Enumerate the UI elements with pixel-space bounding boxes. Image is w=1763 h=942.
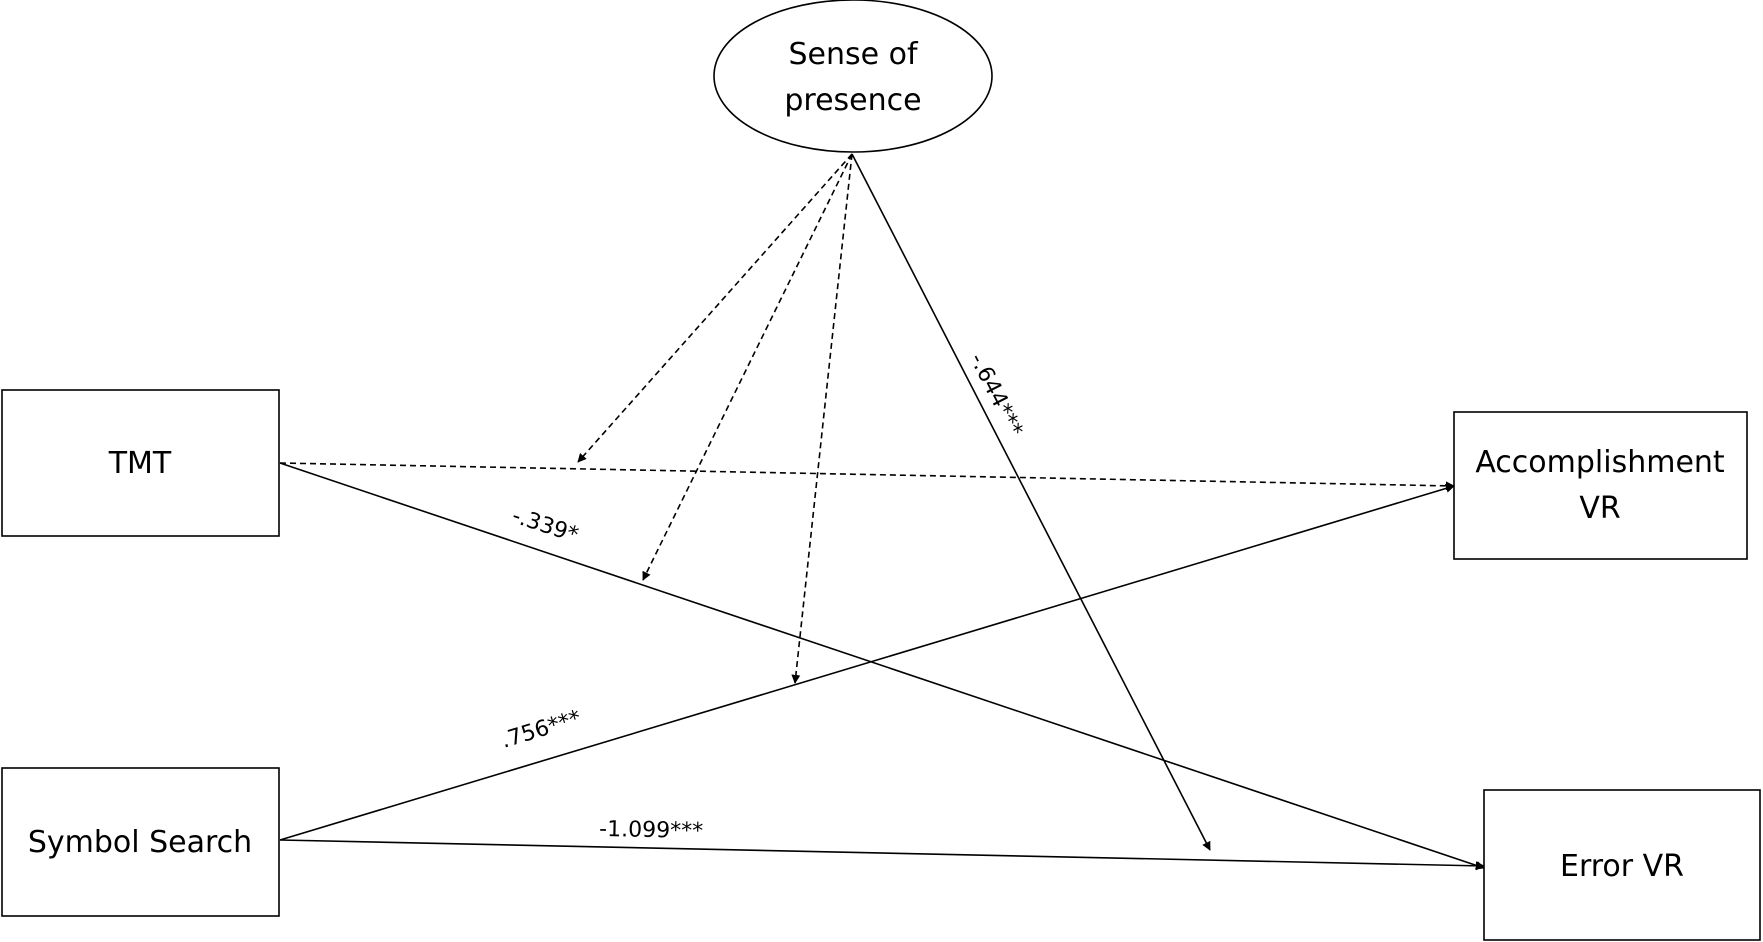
edge-presence-moderates-tmt-accomplishment	[577, 153, 853, 463]
node-accomplishment-vr-line1: Accomplishment	[1475, 445, 1725, 480]
coef-symbol-to-error: -1.099***	[599, 817, 703, 844]
edge-presence-to-error	[851, 153, 1211, 851]
node-error-vr-label: Error VR	[1560, 849, 1684, 884]
node-tmt: TMT	[1, 389, 280, 537]
node-symbol-search-label: Symbol Search	[28, 825, 252, 860]
edge-symbol-to-error	[279, 839, 1485, 871]
edge-presence-moderates-tmt-error	[642, 153, 853, 581]
node-sense-of-presence: Sense of presence	[713, 0, 993, 153]
edge-presence-moderates-symbol-accomplishment	[791, 153, 853, 684]
node-error-vr: Error VR	[1483, 789, 1761, 941]
node-accomplishment-vr: Accomplishment VR	[1453, 411, 1748, 560]
node-sense-of-presence-line2: presence	[784, 83, 921, 118]
node-accomplishment-vr-line2: VR	[1579, 491, 1620, 526]
coef-presence-to-error: -.644***	[964, 349, 1027, 440]
node-tmt-label: TMT	[108, 446, 172, 481]
coef-symbol-to-accomplishment: .756***	[498, 706, 584, 754]
edge-tmt-to-error	[279, 462, 1485, 870]
node-sense-of-presence-line1: Sense of	[788, 37, 918, 72]
coef-tmt-to-error: -.339*	[509, 503, 581, 548]
edge-tmt-to-accomplishment	[279, 462, 1455, 491]
node-symbol-search: Symbol Search	[1, 767, 280, 917]
edge-symbol-to-accomplishment	[279, 484, 1455, 841]
